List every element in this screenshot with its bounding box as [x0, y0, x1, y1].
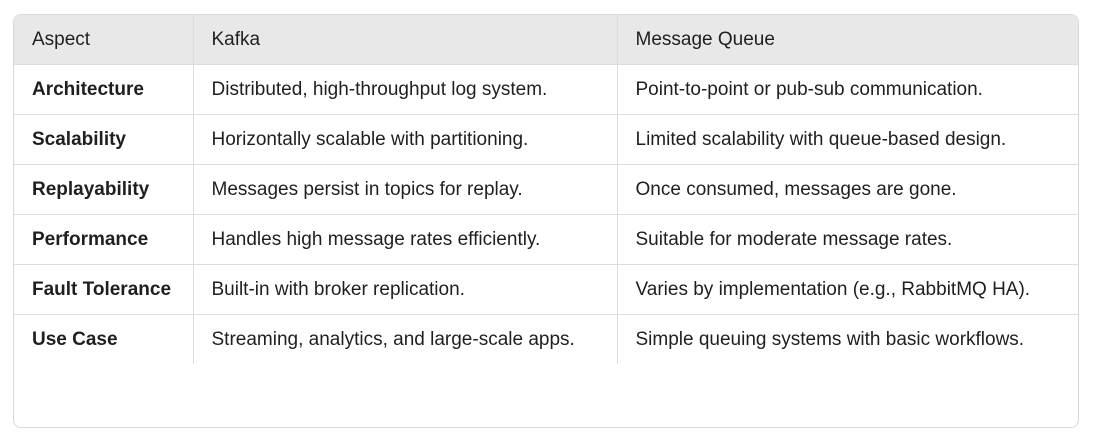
table-row: Architecture Distributed, high-throughpu…	[14, 64, 1078, 115]
cell-kafka: Streaming, analytics, and large-scale ap…	[193, 314, 618, 364]
header-aspect: Aspect	[14, 15, 194, 65]
table-body: Architecture Distributed, high-throughpu…	[14, 64, 1078, 364]
cell-message-queue: Simple queuing systems with basic workfl…	[635, 329, 1025, 350]
cell-aspect: Use Case	[14, 314, 194, 364]
table-header: Aspect Kafka Message Queue	[14, 15, 1078, 65]
cell-kafka: Built-in with broker replication.	[193, 264, 618, 315]
cell-kafka: Messages persist in topics for replay.	[193, 164, 618, 215]
cell-message-queue: Varies by implementation (e.g., RabbitMQ…	[617, 264, 1078, 315]
header-row: Aspect Kafka Message Queue	[14, 15, 1078, 65]
comparison-table-grid: Aspect Kafka Message Queue Architecture …	[14, 15, 1078, 364]
table-row: Replayability Messages persist in topics…	[14, 164, 1078, 215]
cell-message-queue: Suitable for moderate message rates.	[617, 214, 1078, 265]
comparison-table: Aspect Kafka Message Queue Architecture …	[13, 14, 1079, 428]
cell-aspect: Performance	[14, 214, 194, 265]
table-row: Use Case Streaming, analytics, and large…	[14, 314, 1078, 364]
cell-kafka: Distributed, high-throughput log system.	[193, 64, 618, 115]
table-row: Performance Handles high message rates e…	[14, 214, 1078, 265]
header-message-queue: Message Queue	[617, 15, 1078, 65]
cell-aspect: Architecture	[14, 64, 194, 115]
header-kafka: Kafka	[193, 15, 618, 65]
cell-message-queue: Once consumed, messages are gone.	[617, 164, 1078, 215]
cell-aspect: Scalability	[14, 114, 194, 165]
cell-kafka: Horizontally scalable with partitioning.	[193, 114, 618, 165]
cell-kafka: Handles high message rates efficiently.	[193, 214, 618, 265]
cell-message-queue: Point-to-point or pub-sub communication.	[617, 64, 1078, 115]
table-row: Scalability Horizontally scalable with p…	[14, 114, 1078, 165]
cell-message-queue: Limited scalability with queue-based des…	[617, 114, 1078, 165]
cell-aspect: Replayability	[14, 164, 194, 215]
table-row: Fault Tolerance Built-in with broker rep…	[14, 264, 1078, 315]
cell-aspect: Fault Tolerance	[14, 264, 194, 315]
